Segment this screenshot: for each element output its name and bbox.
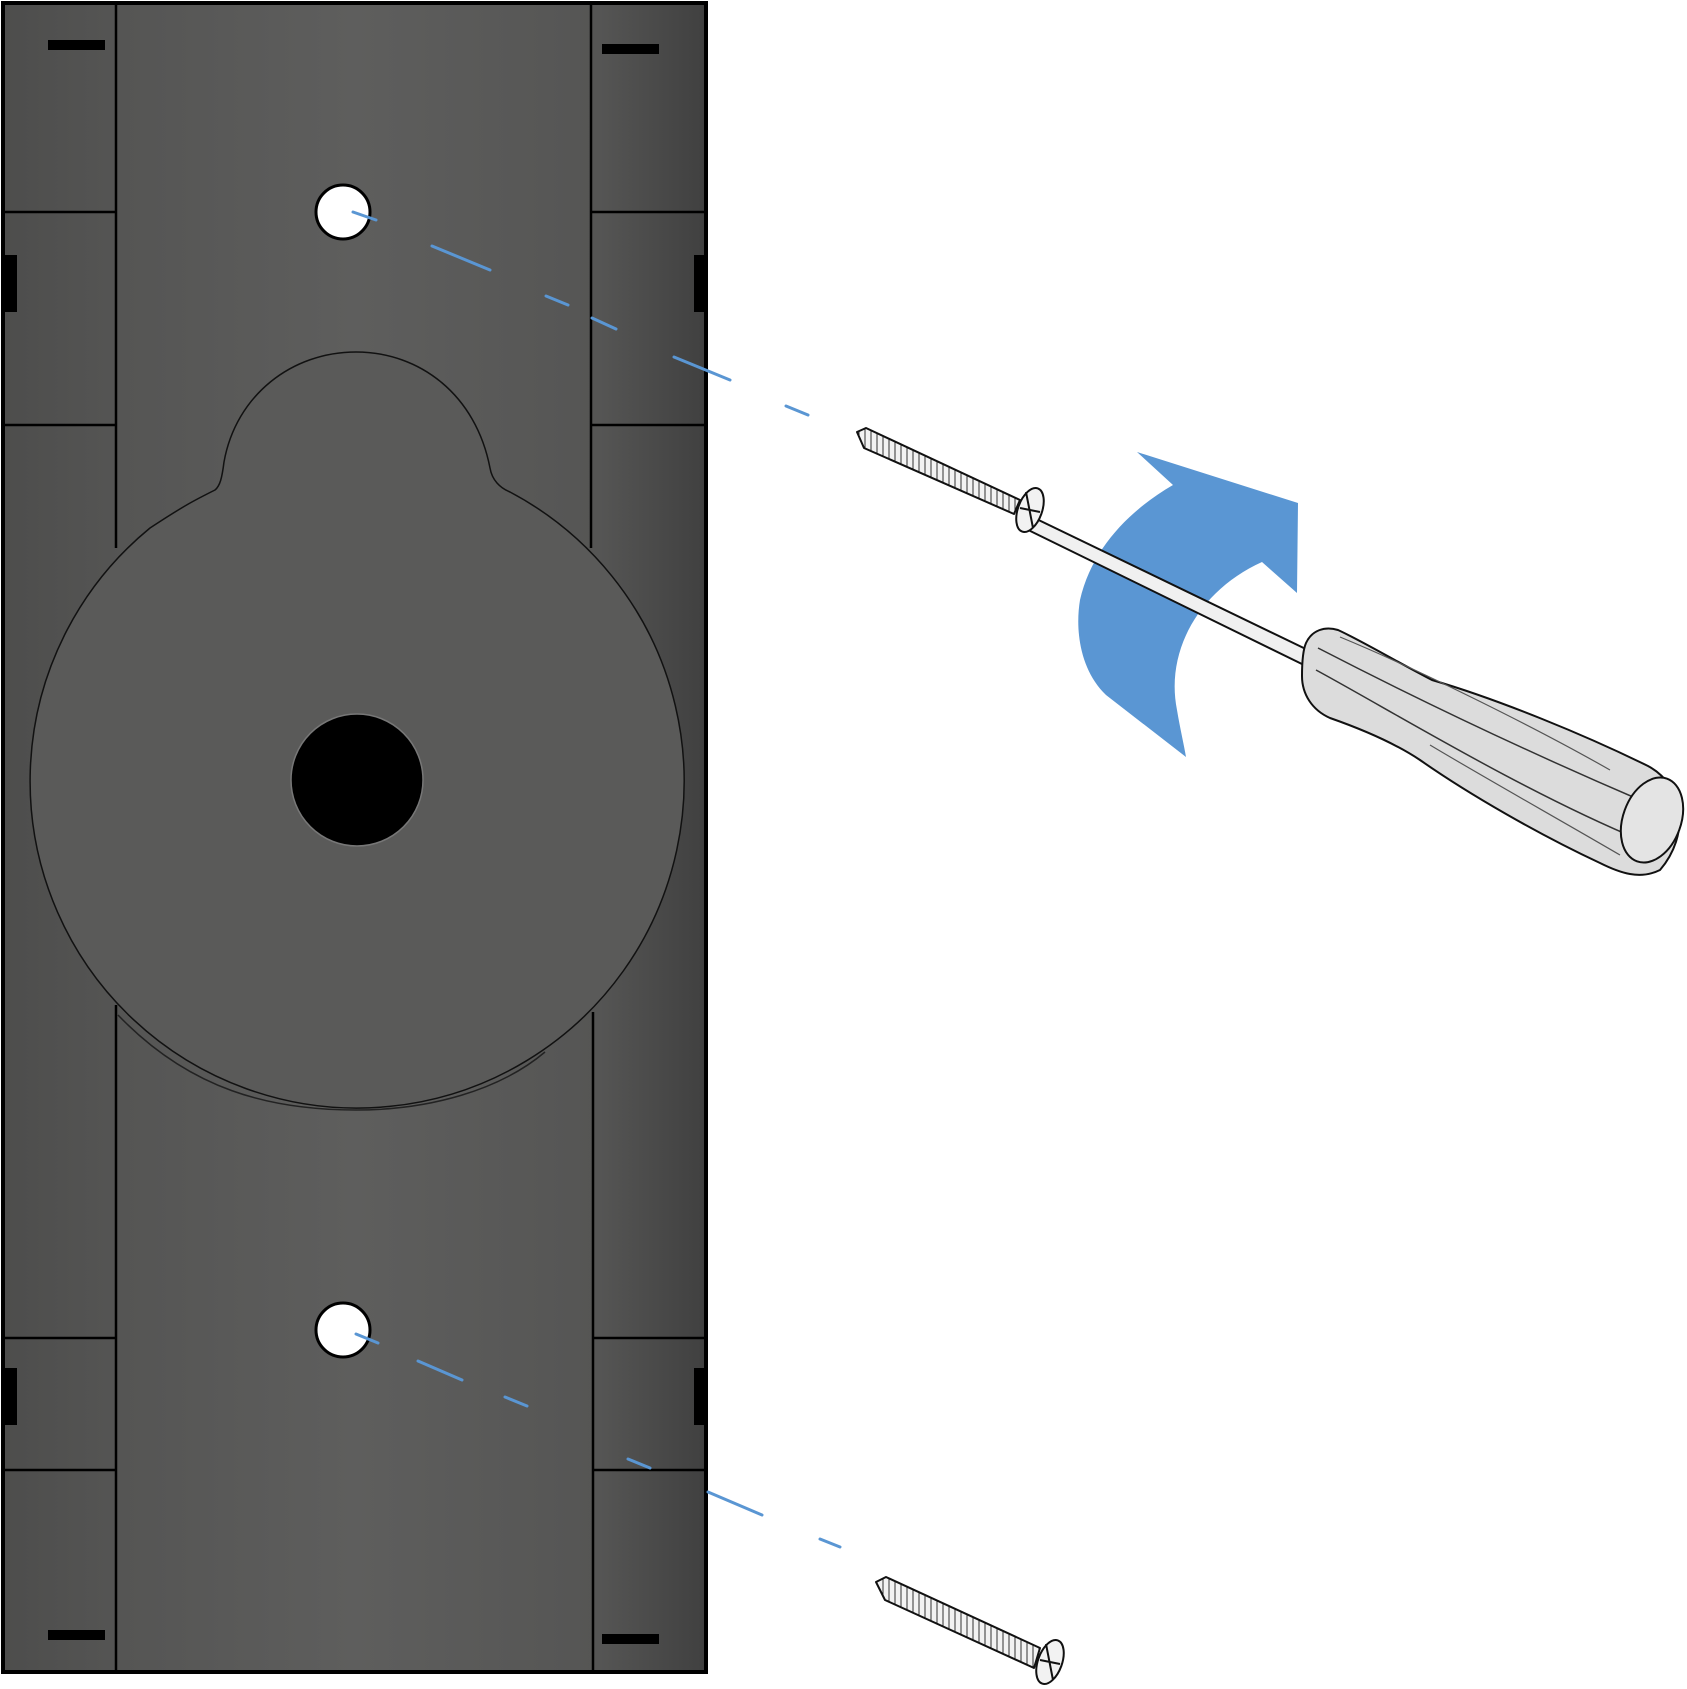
disc-bottom-edge (117, 1014, 546, 1111)
segment-lines (3, 210, 706, 1472)
plate-slots (5, 40, 706, 1644)
screw-icon (856, 427, 1045, 533)
cable-hole-icon (290, 713, 424, 847)
top-screw-hole (314, 183, 372, 241)
guide-line-icon (351, 210, 842, 1549)
top-screw-shank (856, 427, 1021, 515)
screwdriver-icon (1017, 511, 1685, 876)
screw-icon (875, 1576, 1065, 1685)
handle-end-cap (1619, 776, 1685, 864)
bottom-screw-shank (875, 1576, 1041, 1669)
bottom-screw-hole (314, 1301, 372, 1359)
mounting-plate-icon (1, 1, 708, 1674)
right-rail-line (589, 5, 595, 1670)
